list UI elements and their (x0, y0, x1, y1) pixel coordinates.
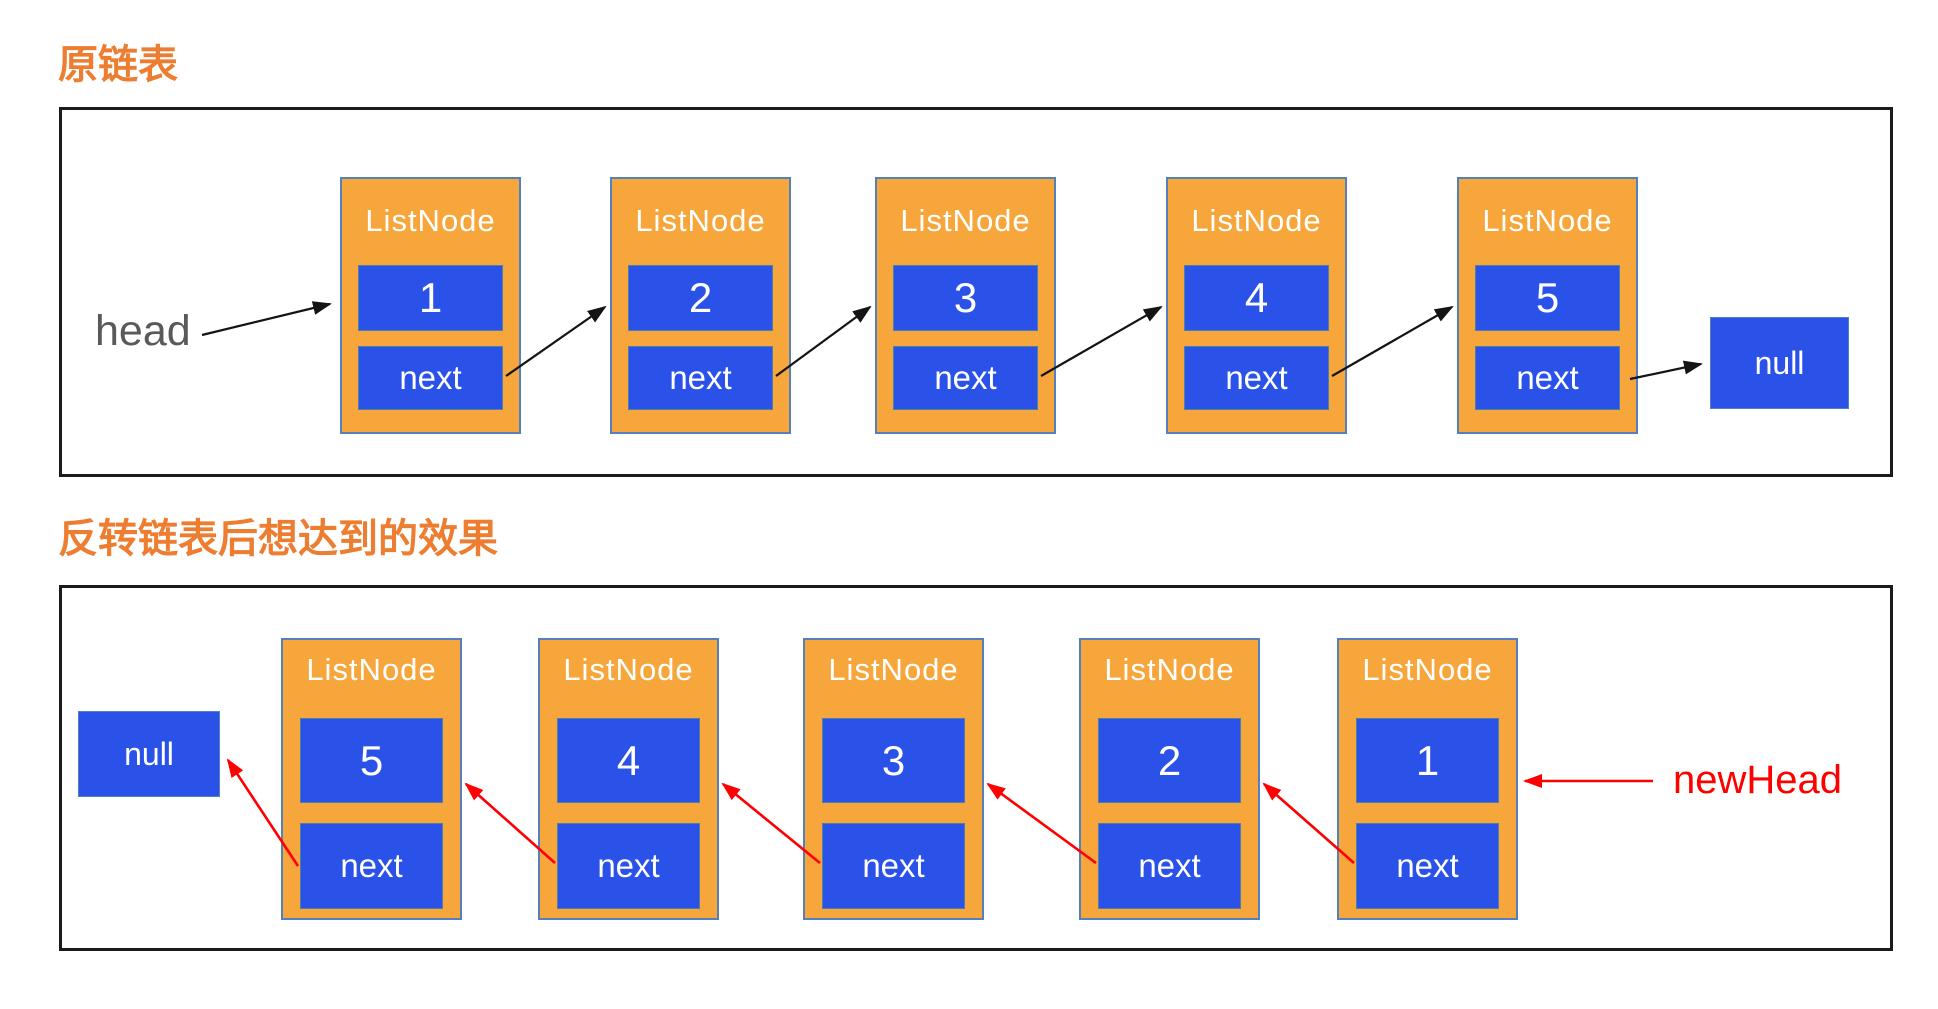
listnode-card: ListNode 1 next (1337, 638, 1518, 920)
listnode-type-label: ListNode (1482, 203, 1613, 238)
value-box: 4 (557, 718, 700, 803)
listnode-type-label: ListNode (365, 203, 496, 238)
listnode-type-label: ListNode (1104, 652, 1235, 687)
listnode-card: ListNode 5 next (1457, 177, 1638, 434)
listnode-type-label: ListNode (828, 652, 959, 687)
next-box: next (358, 346, 503, 410)
next-box: next (822, 823, 965, 909)
next-box: next (300, 823, 443, 909)
value-box: 5 (300, 718, 443, 803)
listnode-card: ListNode 2 next (610, 177, 791, 434)
listnode-card: ListNode 3 next (875, 177, 1056, 434)
section-title-original: 原链表 (58, 43, 178, 87)
listnode-type-label: ListNode (306, 652, 437, 687)
value-box: 5 (1475, 265, 1620, 331)
value-box: 2 (628, 265, 773, 331)
newhead-pointer-label: newHead (1673, 758, 1843, 802)
value-box: 1 (1356, 718, 1499, 803)
null-box: null (1710, 317, 1849, 409)
next-box: next (1184, 346, 1329, 410)
value-box: 2 (1098, 718, 1241, 803)
listnode-type-label: ListNode (563, 652, 694, 687)
next-box: next (893, 346, 1038, 410)
value-box: 1 (358, 265, 503, 331)
listnode-card: ListNode 4 next (538, 638, 719, 920)
section-title-reversed: 反转链表后想达到的效果 (58, 517, 498, 561)
reversed-list-panel (59, 585, 1893, 951)
listnode-type-label: ListNode (900, 203, 1031, 238)
listnode-type-label: ListNode (1191, 203, 1322, 238)
value-box: 3 (822, 718, 965, 803)
listnode-card: ListNode 3 next (803, 638, 984, 920)
value-box: 3 (893, 265, 1038, 331)
listnode-card: ListNode 4 next (1166, 177, 1347, 434)
listnode-card: ListNode 5 next (281, 638, 462, 920)
listnode-card: ListNode 2 next (1079, 638, 1260, 920)
original-list-panel (59, 107, 1893, 477)
listnode-type-label: ListNode (1362, 652, 1493, 687)
next-box: next (628, 346, 773, 410)
listnode-type-label: ListNode (635, 203, 766, 238)
null-box: null (78, 711, 220, 797)
next-box: next (1475, 346, 1620, 410)
head-pointer-label: head (95, 307, 191, 355)
next-box: next (557, 823, 700, 909)
listnode-card: ListNode 1 next (340, 177, 521, 434)
value-box: 4 (1184, 265, 1329, 331)
next-box: next (1356, 823, 1499, 909)
next-box: next (1098, 823, 1241, 909)
